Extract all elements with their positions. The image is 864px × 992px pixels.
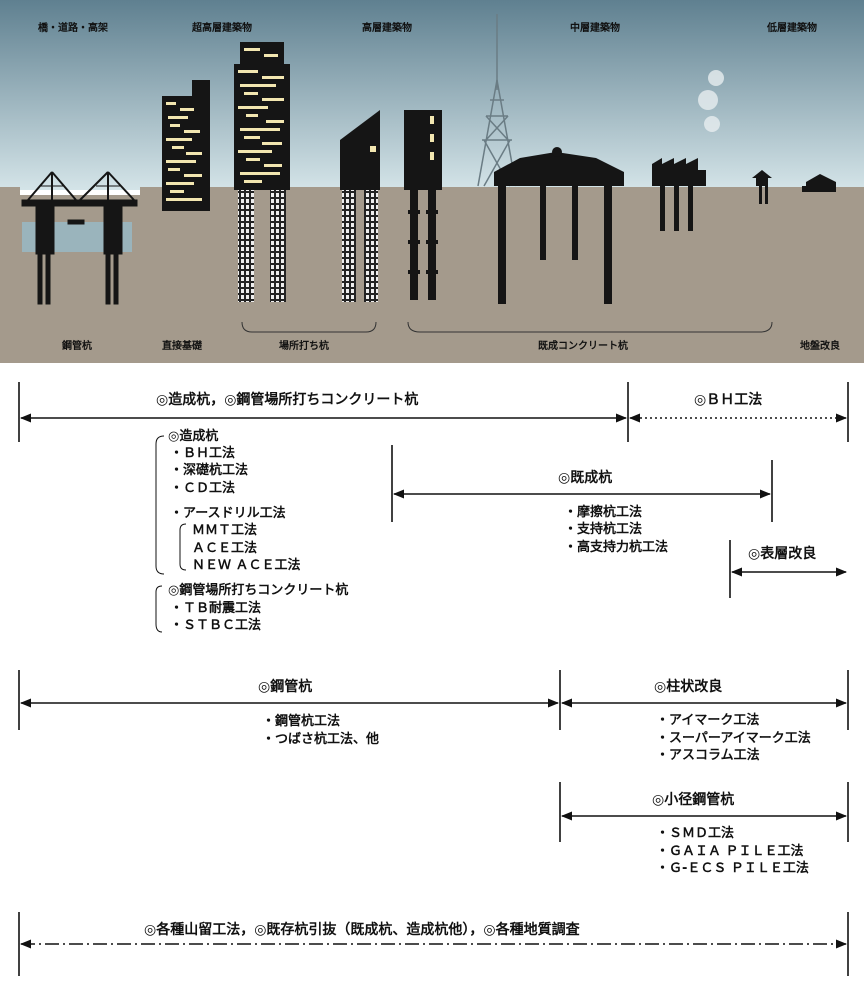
- label-mid: 中層建築物: [570, 23, 620, 34]
- hyoso-title: ◎表層改良: [748, 546, 817, 562]
- label-direct: 直接基礎: [162, 341, 202, 352]
- label-high: 高層建築物: [362, 23, 412, 34]
- mid-hall: [494, 147, 624, 304]
- skyscraper-b: [234, 42, 290, 302]
- list-item: ・ＣＤ工法: [170, 481, 236, 496]
- high-building: [340, 110, 380, 302]
- ace-brace: [179, 523, 187, 571]
- label-precast: 既成コンクリート杭: [538, 341, 628, 352]
- list-item: ・アイマーク工法: [656, 713, 760, 728]
- kisei-title: ◎既成杭: [558, 470, 613, 486]
- list-item: ・ＧＡＩＡ ＰＩＬＥ工法: [656, 844, 804, 859]
- list-item: ・つばさ杭工法、他: [262, 732, 380, 747]
- list-item: ・摩擦杭工法: [564, 505, 643, 520]
- precast-bracket: [407, 321, 773, 333]
- cast-in-place-bracket: [241, 321, 377, 333]
- list-item: ・鋼管杭工法: [262, 714, 341, 729]
- label-bridge: 橋・道路・高架: [38, 23, 108, 34]
- list-item: ・Ｇ-ＥＣＳ ＰＩＬＥ工法: [656, 861, 809, 876]
- low-building: [802, 174, 836, 192]
- chujo-title: ◎柱状改良: [654, 679, 723, 695]
- list-item: ＮＥＷ ＡＣＥ工法: [192, 558, 301, 573]
- label-cast-in-place: 場所打ち杭: [279, 341, 329, 352]
- list-item: ・ＢＨ工法: [170, 446, 236, 461]
- kokan-title: ◎鋼管杭: [258, 679, 313, 695]
- kokan-basho-brace: [155, 585, 163, 633]
- label-ground-improvement: 地盤改良: [800, 341, 840, 352]
- list-item: ・ＳＭＤ工法: [656, 826, 735, 841]
- kokan-basho-title: ◎鋼管場所打ちコンクリート杭: [168, 583, 349, 598]
- list-item: ・スーパーアイマーク工法: [656, 731, 811, 746]
- list-item: ＭＭＴ工法: [192, 523, 258, 538]
- list-item: ・深礎杭工法: [170, 463, 249, 478]
- tv-tower: [477, 14, 517, 187]
- bridge: [21, 171, 138, 305]
- list-item: ・アスコラム工法: [656, 748, 760, 763]
- list-item: ・高支持力杭工法: [564, 540, 669, 555]
- label-super-high: 超高層建築物: [192, 23, 252, 34]
- list-item: ＡＣＥ工法: [192, 541, 258, 556]
- mid-tower: [404, 110, 442, 300]
- zousei-brace: [155, 435, 165, 575]
- bottom-range-label: ◎各種山留工法，◎既存杭引抜（既成杭、造成杭他），◎各種地質調査: [144, 922, 580, 938]
- list-item: ・ＴＢ耐震工法: [170, 601, 262, 616]
- skyscraper-a: [162, 80, 210, 211]
- shokei-title: ◎小径鋼管杭: [652, 792, 735, 808]
- zousei-title: ◎造成杭: [168, 429, 219, 444]
- list-item: ・アースドリル工法: [170, 506, 286, 521]
- label-steel-pipe: 鋼管杭: [62, 341, 92, 352]
- bh-range-label: ◎ＢＨ工法: [694, 392, 763, 408]
- house: [752, 170, 772, 204]
- smoke: [698, 70, 724, 132]
- list-item: ・ＳＴＢＣ工法: [170, 618, 262, 633]
- list-item: ・支持杭工法: [564, 522, 643, 537]
- label-low: 低層建築物: [767, 23, 817, 34]
- factory: [652, 158, 706, 231]
- zousei-range-label: ◎造成杭，◎鋼管場所打ちコンクリート杭: [156, 392, 419, 408]
- foundation-scene: [0, 0, 864, 363]
